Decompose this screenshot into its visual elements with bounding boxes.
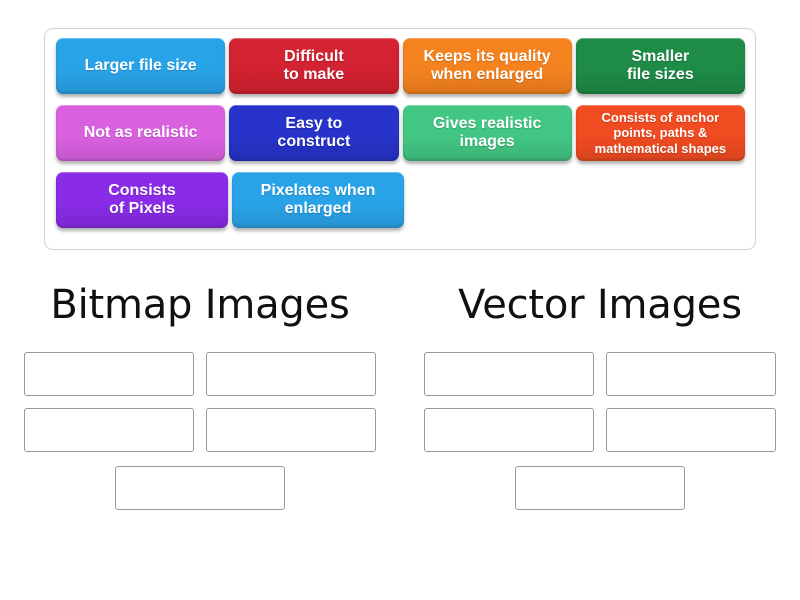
tile-label: Smaller file sizes [627, 47, 694, 83]
drop-slot-vector-4[interactable] [606, 408, 776, 452]
drop-slot-bitmap-1[interactable] [24, 352, 194, 396]
drop-slot-vector-3[interactable] [424, 408, 594, 452]
tile-row-1: Larger file size Difficult to make Keeps… [54, 38, 747, 105]
category-heading-bitmap: Bitmap Images [50, 282, 350, 328]
tile-label: Difficult to make [283, 47, 345, 83]
draggable-tile-5[interactable]: Not as realistic [56, 105, 226, 161]
drop-slot-bitmap-2[interactable] [206, 352, 376, 396]
draggable-tile-7[interactable]: Gives realistic images [402, 105, 572, 161]
draggable-tile-8[interactable]: Consists of anchor points, paths & mathe… [575, 105, 745, 161]
drop-slot-bitmap-5[interactable] [115, 466, 285, 510]
draggable-tile-10[interactable]: Pixelates when enlarged [232, 172, 404, 228]
tile-label: Gives realistic images [432, 114, 542, 150]
tile-row-2: Not as realistic Easy to construct Gives… [54, 105, 747, 172]
tile-label: Not as realistic [83, 123, 198, 141]
drop-slot-bitmap-3[interactable] [24, 408, 194, 452]
tile-row-3: Consists of Pixels Pixelates when enlarg… [54, 172, 747, 239]
category-column-vector: Vector Images [400, 282, 800, 510]
drop-slot-grid-vector [412, 352, 788, 510]
draggable-tile-4[interactable]: Smaller file sizes [575, 38, 745, 94]
drop-slot-vector-1[interactable] [424, 352, 594, 396]
tile-label: Keeps its quality when enlarged [423, 47, 551, 83]
tile-label: Pixelates when enlarged [260, 181, 376, 217]
category-column-bitmap: Bitmap Images [0, 282, 400, 510]
drop-slot-bitmap-4[interactable] [206, 408, 376, 452]
draggable-tile-1[interactable]: Larger file size [56, 38, 226, 94]
category-columns: Bitmap Images Vector Images [0, 282, 800, 510]
draggable-tile-6[interactable]: Easy to construct [229, 105, 399, 161]
tile-label: Larger file size [84, 56, 197, 74]
tile-label: Consists of anchor points, paths & mathe… [594, 110, 727, 156]
tile-label: Easy to construct [277, 114, 351, 150]
drop-slot-grid-bitmap [12, 352, 388, 510]
tile-label: Consists of Pixels [108, 181, 176, 217]
draggable-tile-9[interactable]: Consists of Pixels [56, 172, 228, 228]
tile-tray: Larger file size Difficult to make Keeps… [44, 28, 756, 250]
draggable-tile-3[interactable]: Keeps its quality when enlarged [402, 38, 572, 94]
category-heading-vector: Vector Images [458, 282, 742, 328]
drop-slot-vector-5[interactable] [515, 466, 685, 510]
draggable-tile-2[interactable]: Difficult to make [229, 38, 399, 94]
drop-slot-vector-2[interactable] [606, 352, 776, 396]
